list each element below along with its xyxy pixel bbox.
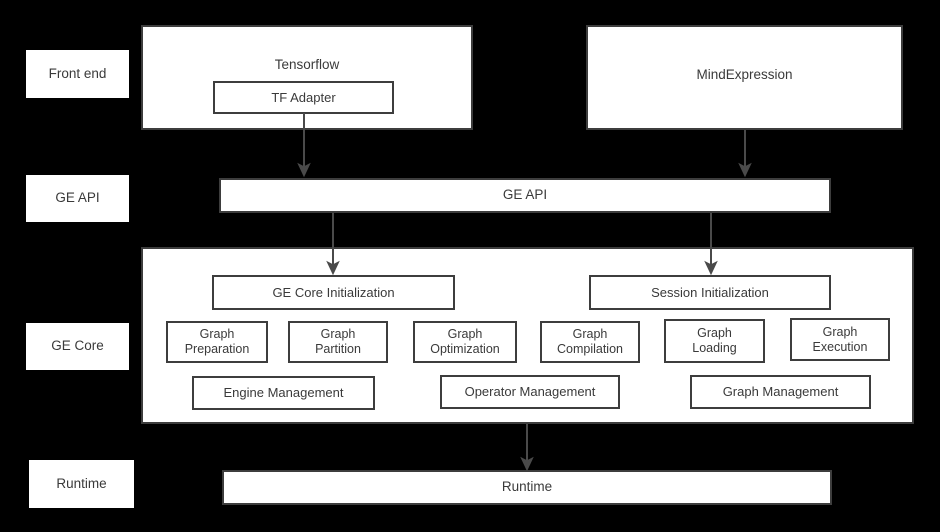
layer-label-front-end: Front end: [26, 50, 129, 98]
graph-management-box[interactable]: Graph Management: [690, 375, 871, 409]
mindexpression-label: MindExpression: [696, 67, 793, 82]
ge-api-bar[interactable]: GE API: [219, 178, 831, 213]
engine-management-box[interactable]: Engine Management: [192, 376, 375, 410]
runtime-bar-label: Runtime: [501, 479, 553, 495]
ge-core-initialization-box[interactable]: GE Core Initialization: [212, 275, 455, 310]
graph-loading-label: Graph Loading: [692, 326, 737, 355]
layer-label-ge-core-text: GE Core: [51, 338, 104, 354]
graph-preparation-label: Graph Preparation: [184, 327, 250, 356]
operator-management-label: Operator Management: [464, 384, 596, 400]
tf-adapter-label: TF Adapter: [271, 89, 336, 105]
engine-management-label: Engine Management: [223, 385, 344, 401]
tf-adapter-box[interactable]: TF Adapter: [213, 81, 394, 114]
mindexpression-container: MindExpression: [586, 25, 903, 130]
graph-preparation-box[interactable]: Graph Preparation: [166, 321, 268, 363]
layer-label-ge-api: GE API: [26, 175, 129, 222]
layer-label-front-end-text: Front end: [48, 65, 107, 81]
graph-loading-box[interactable]: Graph Loading: [664, 319, 765, 363]
layer-label-runtime-text: Runtime: [56, 475, 107, 491]
tensorflow-label: Tensorflow: [274, 57, 340, 72]
session-initialization-label: Session Initialization: [651, 284, 769, 300]
graph-partition-box[interactable]: Graph Partition: [288, 321, 388, 363]
graph-execution-box[interactable]: Graph Execution: [790, 318, 890, 361]
layer-label-runtime: Runtime: [29, 460, 134, 508]
graph-partition-label: Graph Partition: [315, 327, 361, 356]
layer-label-ge-core: GE Core: [26, 323, 129, 370]
graph-optimization-label: Graph Optimization: [430, 327, 500, 356]
graph-management-label: Graph Management: [722, 384, 839, 400]
ge-api-bar-label: GE API: [502, 187, 548, 203]
operator-management-box[interactable]: Operator Management: [440, 375, 620, 409]
runtime-bar[interactable]: Runtime: [222, 470, 832, 505]
graph-compilation-label: Graph Compilation: [556, 327, 623, 356]
session-initialization-box[interactable]: Session Initialization: [589, 275, 831, 310]
graph-execution-label: Graph Execution: [812, 324, 868, 354]
tensorflow-container: Tensorflow: [141, 25, 473, 130]
layer-label-ge-api-text: GE API: [55, 190, 100, 206]
ge-core-initialization-label: GE Core Initialization: [272, 284, 395, 300]
graph-compilation-box[interactable]: Graph Compilation: [540, 321, 640, 363]
graph-optimization-box[interactable]: Graph Optimization: [413, 321, 517, 363]
